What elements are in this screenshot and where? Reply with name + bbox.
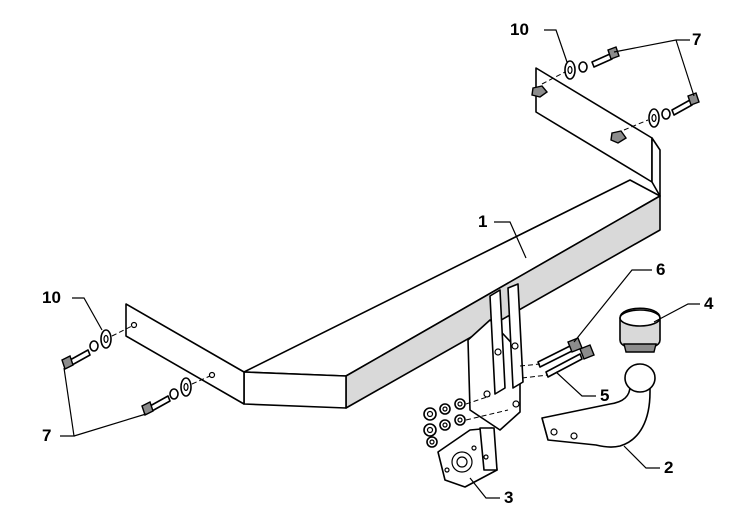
callout-2: 2 (664, 458, 673, 477)
mounting-bracket (467, 283, 524, 431)
ball-cover-cap (619, 307, 661, 353)
left-fasteners (61, 325, 211, 416)
callout-1: 1 (478, 212, 487, 231)
socket-plate (437, 427, 498, 488)
callout-4: 4 (704, 294, 714, 313)
cross-beam (125, 67, 661, 409)
callout-10-left: 10 (42, 288, 61, 307)
callout-10-top: 10 (510, 20, 529, 39)
callout-7-top: 7 (692, 30, 701, 49)
top-right-fasteners (541, 46, 700, 131)
bracket-fasteners (423, 395, 509, 448)
callout-5: 5 (600, 386, 609, 405)
bolt-6 (537, 337, 583, 368)
callout-6: 6 (656, 260, 665, 279)
leader-lines (60, 29, 700, 499)
callout-labels: 10 7 1 6 4 5 2 3 10 7 (42, 20, 714, 507)
tow-ball-neck (541, 363, 656, 448)
callout-3: 3 (504, 488, 513, 507)
callout-7-left: 7 (42, 426, 51, 445)
